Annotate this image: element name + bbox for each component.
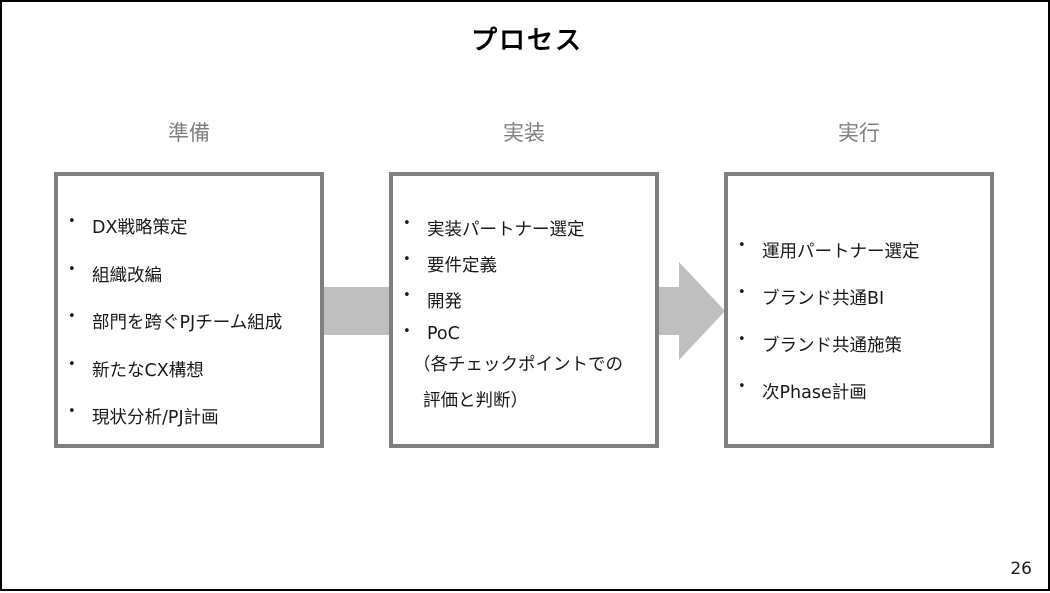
list-item: • 実装パートナー選定 — [401, 216, 651, 252]
bullet: • — [738, 238, 746, 253]
bullet: • — [68, 309, 76, 324]
list-item: • DX戦略策定 — [66, 214, 316, 262]
bullet: • — [403, 252, 411, 267]
list-item: • 開発 — [401, 288, 651, 324]
bullet: • — [68, 356, 76, 372]
bullet: • — [68, 404, 76, 419]
page-number: 26 — [1010, 559, 1032, 579]
prep-list: • DX戦略策定 • 組織改編 • 部門を跨ぐPJチーム組成 • 新たなCX構想 • 現状… — [66, 214, 316, 452]
list-item-text: ブランド共通施策 — [762, 336, 902, 356]
list-item: • 運用パートナー選定 — [736, 238, 986, 285]
evaluation-note-line1: （各チェックポイントでの — [413, 355, 623, 375]
list-item-text: 部門を跨ぐPJチーム組成 — [92, 313, 283, 333]
bullet: • — [68, 261, 76, 277]
list-item-text: 新たなCX構想 — [92, 360, 204, 381]
list-item-text: 現状分析/PJ計画 — [92, 408, 219, 428]
phase-box-exec: • 運用パートナー選定 • ブランド共通BI • ブランド共通施策 • 次Phase計画 — [724, 172, 994, 448]
list-item: • ブランド共通施策 — [736, 332, 986, 379]
bullet: • — [403, 288, 411, 303]
list-item-text: 要件定義 — [427, 256, 497, 276]
list-item-text: 組織改編 — [92, 265, 162, 286]
evaluation-note-line2: 評価と判断） — [423, 391, 528, 411]
bullet: • — [738, 332, 746, 347]
list-item: • 次Phase計画 — [736, 379, 986, 426]
slide-title: プロセス — [470, 26, 583, 56]
list-item-text: ブランド共通BI — [762, 289, 885, 309]
list-item: • 組織改編 — [66, 262, 316, 310]
list-item: • 要件定義 — [401, 252, 651, 288]
bullet: • — [68, 214, 76, 229]
list-item: • PoC — [401, 324, 651, 360]
list-item-text: 次Phase計画 — [762, 383, 867, 403]
list-item-text: 運用パートナー選定 — [762, 242, 920, 262]
list-item-text: PoC — [427, 324, 460, 344]
bullet: • — [403, 324, 411, 339]
list-item-text: 実装パートナー選定 — [427, 220, 585, 240]
list-item: • ブランド共通BI — [736, 285, 986, 332]
list-item-text: DX戦略策定 — [92, 218, 188, 238]
list-item: • 現状分析/PJ計画 — [66, 404, 316, 452]
phase-box-prep: • DX戦略策定 • 組織改編 • 部門を跨ぐPJチーム組成 • 新たなCX構想 • 現状… — [54, 172, 324, 448]
list-item: • 新たなCX構想 — [66, 357, 316, 405]
phase-label-exec: 実行 — [838, 121, 880, 145]
bullet: • — [738, 285, 746, 300]
list-item: • 部門を跨ぐPJチーム組成 — [66, 309, 316, 357]
phase-label-impl: 実装 — [503, 121, 545, 145]
phase-box-impl: • 実装パートナー選定 • 要件定義 • 開発 • PoC （各チェックポイントでの 評… — [389, 172, 659, 448]
bullet: • — [738, 379, 746, 394]
phase-label-prep: 準備 — [168, 121, 210, 145]
bullet: • — [403, 216, 411, 231]
exec-list: • 運用パートナー選定 • ブランド共通BI • ブランド共通施策 • 次Phase計画 — [736, 238, 986, 426]
list-item-text: 開発 — [427, 292, 462, 312]
impl-list: • 実装パートナー選定 • 要件定義 • 開発 • PoC — [401, 216, 651, 360]
